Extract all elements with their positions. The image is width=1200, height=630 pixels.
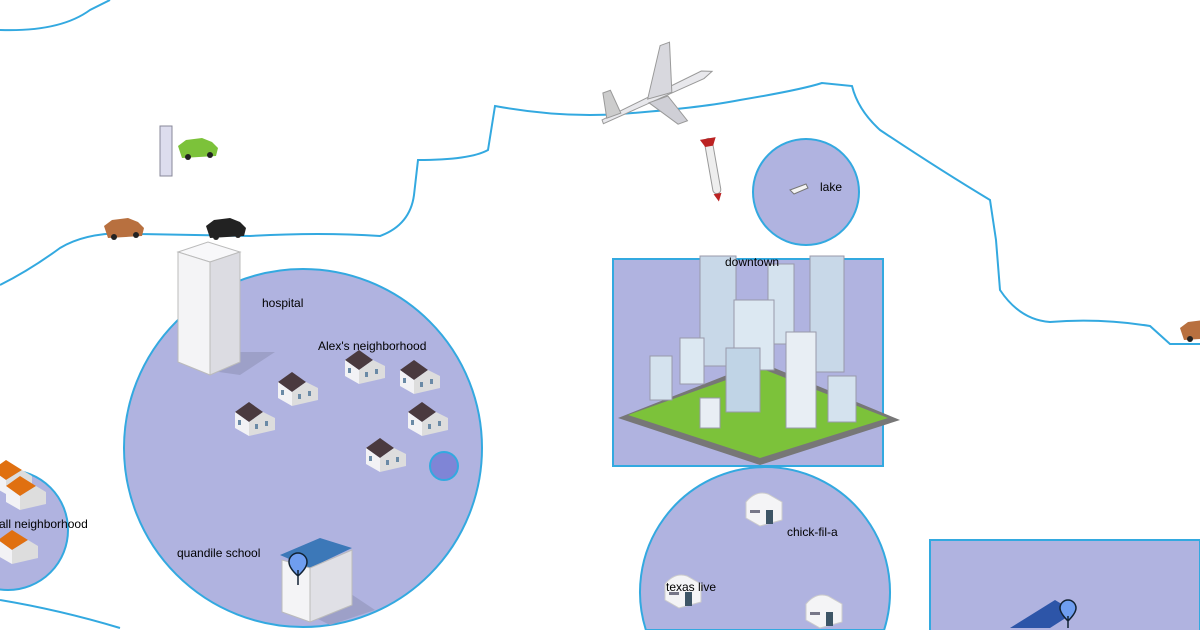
zone-bottom-right[interactable] [929,539,1200,630]
zone-label-chick-fil-a: chick-fil-a [787,525,838,539]
zone-label-downtown: downtown [725,255,780,269]
zone-label-lake: lake [820,180,843,194]
building-icon[interactable] [176,241,275,376]
zone-label-alex-neighborhood: Alex's neighborhood [318,339,427,353]
car-icon[interactable] [104,218,144,240]
map-pin-icon[interactable] [288,552,308,585]
missile-icon[interactable] [699,137,727,203]
zone-label-hospital: hospital [262,296,304,310]
zone-label-texas-live: texas live [666,580,717,594]
car-icon[interactable] [1180,320,1200,342]
map-pin-icon[interactable] [1059,599,1077,628]
car-icon[interactable] [206,218,246,240]
building-icon[interactable] [1010,600,1075,628]
zone-restaurants[interactable] [639,466,891,630]
zone-label-quandile-school: quandile school [177,546,261,560]
zone-lake[interactable] [752,138,860,246]
jet-icon[interactable] [585,32,725,148]
school-icon[interactable] [280,538,375,625]
location-dot[interactable] [429,451,459,481]
zone-label-all-neighborhood: all neighborhood [0,517,88,531]
boat-icon[interactable] [789,183,809,195]
city-block-icon[interactable] [618,255,900,465]
tower-icon [159,125,173,177]
car-icon[interactable] [178,138,218,160]
